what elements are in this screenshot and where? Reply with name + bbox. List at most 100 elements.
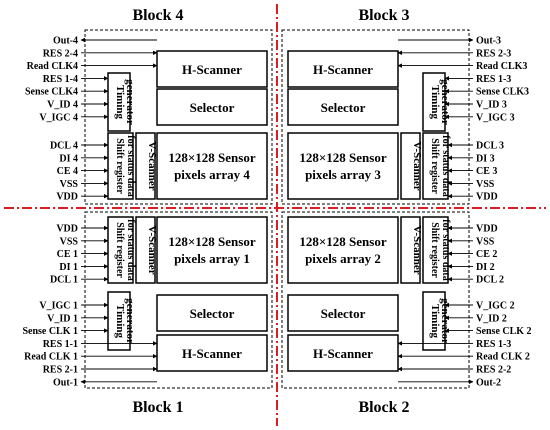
sensor-array-4-line1: 128×128 Sensor: [168, 150, 255, 165]
signal-label-read-clk-2: Read CLK 2: [476, 352, 530, 363]
sensor-array-4-line2: pixels array 4: [174, 167, 250, 182]
signal-label-v-igc-4: V_IGC 4: [39, 112, 78, 123]
signal-label-out-1: Out-1: [53, 377, 78, 388]
signal-label-read-clk3: Read CLK3: [476, 61, 527, 72]
signal-label-dcl-3: DCL 3: [476, 141, 504, 152]
shift-register-3-line1: Shift register: [429, 138, 440, 194]
signal-label-v-id-4: V_ID 4: [47, 100, 78, 111]
timing-generator-1-line1: Timing: [114, 304, 126, 339]
signal-label-res-2-4: RES 2-4: [43, 48, 78, 59]
signal-label-di-4: DI 4: [59, 153, 78, 164]
block-1-title: Block 1: [132, 399, 183, 416]
signal-label-v-id-1: V_ID 1: [47, 313, 78, 324]
selector-4-label: Selector: [190, 100, 235, 115]
block-2: 128×128 Sensor pixels array 2 Selector H…: [287, 216, 451, 372]
shift-register-2-line1: Shift register: [429, 222, 440, 278]
signal-label-sense-clk-2: Sense CLK 2: [476, 326, 532, 337]
signal-label-v-igc-2: V_IGC 2: [476, 301, 515, 312]
signal-label-res-1-3: RES 1-3: [476, 339, 511, 350]
signal-label-ce-2: CE 2: [476, 249, 497, 260]
sensor-array-1: [156, 216, 268, 284]
signal-label-dcl-1: DCL 1: [50, 275, 78, 286]
selector-3-label: Selector: [321, 100, 366, 115]
h-scanner-3-label: H-Scanner: [313, 62, 373, 77]
sensor-array-1-line2: pixels array 1: [174, 251, 250, 266]
sensor-array-2-line1: 128×128 Sensor: [299, 234, 386, 249]
sensor-array-2: [287, 216, 399, 284]
signal-label-v-id-3: V_ID 3: [476, 100, 507, 111]
signal-label-res-2-1: RES 2-1: [43, 365, 78, 376]
signal-label-v-igc-1: V_IGC 1: [39, 301, 78, 312]
selector-1-label: Selector: [190, 306, 235, 321]
selector-2: [287, 294, 399, 332]
shift-register-1-line1: Shift register: [114, 222, 125, 278]
block-3-title: Block 3: [358, 7, 409, 24]
signal-label-vss: VSS: [476, 236, 495, 247]
h-scanner-4-label: H-Scanner: [182, 62, 242, 77]
v-scanner-1-label: V-Scanner: [146, 225, 158, 274]
signal-label-vss: VSS: [476, 179, 495, 190]
signal-label-res-2-2: RES 2-2: [476, 365, 511, 376]
h-scanner-4: [156, 50, 268, 88]
shift-register-4-line1: Shift register: [114, 138, 125, 194]
signal-label-dcl-2: DCL 2: [476, 275, 504, 286]
shift-register-3-line2: for status data: [440, 135, 451, 196]
sensor-array-3: [287, 132, 399, 200]
timing-generator-1-line2: generator: [124, 298, 136, 344]
signal-label-di-3: DI 3: [476, 153, 495, 164]
signal-label-res-1-4: RES 1-4: [43, 74, 78, 85]
shift-register-1-line2: for status data: [125, 219, 136, 280]
signal-label-vdd: VDD: [56, 224, 78, 235]
block-3: H-Scanner Selector 128×128 Sensor pixels…: [287, 50, 451, 200]
sensor-array-3-line2: pixels array 3: [305, 167, 381, 182]
h-scanner-3: [287, 50, 399, 88]
signal-label-out-4: Out-4: [53, 36, 78, 47]
timing-generator-3-line2: generator: [439, 79, 451, 125]
selector-1: [156, 294, 268, 332]
signal-label-res-1-3: RES 1-3: [476, 74, 511, 85]
sensor-array-1-line1: 128×128 Sensor: [168, 234, 255, 249]
v-scanner-4-label: V-Scanner: [146, 141, 158, 190]
timing-generator-2: [422, 291, 446, 351]
signal-label-di-1: DI 1: [59, 262, 78, 273]
signal-label-vdd: VDD: [56, 192, 78, 203]
h-scanner-2: [287, 334, 399, 372]
block-4-title: Block 4: [132, 7, 183, 24]
shift-register-2-line2: for status data: [440, 219, 451, 280]
signal-label-dcl-4: DCL 4: [50, 141, 78, 152]
block-2-frame: [281, 211, 470, 389]
shift-register-4: [107, 132, 134, 200]
timing-generator-3-line1: Timing: [429, 85, 441, 120]
v-scanner-2: [400, 216, 421, 284]
shift-register-4-line2: for status data: [125, 135, 136, 196]
h-scanner-1-label: H-Scanner: [182, 346, 242, 361]
signal-label-sense-clk-1: Sense CLK 1: [22, 326, 78, 337]
selector-4: [156, 88, 268, 126]
signal-label-vss: VSS: [60, 236, 79, 247]
timing-generator-4-line2: generator: [124, 79, 136, 125]
sensor-array-4: [156, 132, 268, 200]
sensor-array-2-line2: pixels array 2: [305, 251, 381, 266]
v-scanner-1: [135, 216, 156, 284]
h-scanner-1: [156, 334, 268, 372]
block-1-frame: [84, 211, 273, 389]
signal-label-vdd: VDD: [476, 192, 498, 203]
shift-register-2: [422, 216, 449, 284]
signal-label-res-1-1: RES 1-1: [43, 339, 78, 350]
selector-2-label: Selector: [321, 306, 366, 321]
signal-label-v-igc-3: V_IGC 3: [476, 112, 515, 123]
block-3-frame: [281, 29, 470, 205]
timing-generator-2-line1: Timing: [429, 304, 441, 339]
signal-label-vdd: VDD: [476, 224, 498, 235]
block-4: H-Scanner Selector 128×128 Sensor pixels…: [107, 50, 268, 200]
selector-3: [287, 88, 399, 126]
signal-label-out-2: Out-2: [476, 377, 501, 388]
